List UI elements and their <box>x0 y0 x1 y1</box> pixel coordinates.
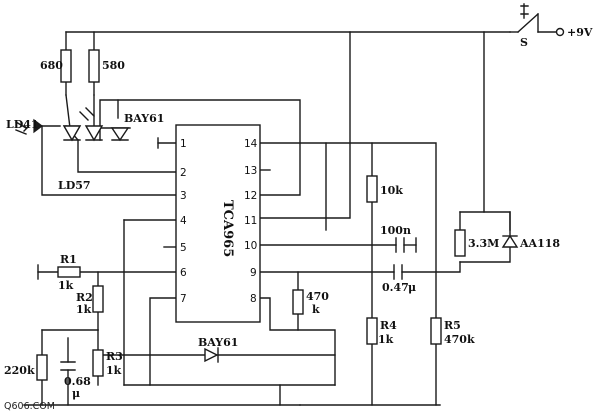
svg-text:R3: R3 <box>106 350 123 363</box>
svg-text:R1: R1 <box>60 253 77 266</box>
resistor-r4: R4 1k <box>366 317 397 346</box>
svg-text:R4: R4 <box>380 319 397 332</box>
resistor-r1: R1 1k <box>57 253 81 292</box>
pin-12: 12 <box>244 190 257 202</box>
led-ld57: LD57 <box>58 107 104 192</box>
pin-10: 10 <box>244 240 257 252</box>
svg-text:470k: 470k <box>444 333 475 346</box>
ic-right-pins: 14 13 12 11 10 9 8 <box>244 138 258 305</box>
pin-6: 6 <box>180 267 187 279</box>
zener-aa118: AA118 <box>501 234 560 250</box>
pin-4: 4 <box>180 215 187 227</box>
svg-text:S: S <box>520 36 528 49</box>
ic-body <box>175 124 261 323</box>
ic-label: TCA965 <box>220 200 235 257</box>
resistor-r2: R2 1k <box>76 285 104 316</box>
pin-14: 14 <box>244 138 258 150</box>
led-ld41: LD41 <box>6 118 43 135</box>
svg-text:470: 470 <box>306 290 329 303</box>
pin-7: 7 <box>180 293 187 305</box>
capacitor-100n: 100n <box>380 224 411 253</box>
capacitor-068u: 0.68 μ <box>60 361 91 400</box>
pin-11: 11 <box>244 215 257 227</box>
svg-text:3.3M: 3.3M <box>468 237 499 250</box>
resistor-3m3: 3.3M <box>454 229 499 257</box>
wiring <box>23 31 519 406</box>
svg-text:1k: 1k <box>106 364 122 377</box>
watermark: Q606.COM <box>4 401 55 412</box>
resistor-r5: R5 470k <box>430 317 475 346</box>
svg-text:LD57: LD57 <box>58 179 91 192</box>
svg-text:k: k <box>312 303 320 316</box>
svg-text:LD41: LD41 <box>6 118 39 131</box>
svg-text:580: 580 <box>102 59 125 72</box>
svg-text:BAY61: BAY61 <box>198 336 238 349</box>
capacitor-047u: 0.47 μ <box>382 264 416 294</box>
svg-text:100n: 100n <box>380 224 411 237</box>
resistor-580: 580 <box>88 49 125 83</box>
svg-text:0.68: 0.68 <box>64 375 91 388</box>
diode-bay61-bottom: BAY61 <box>198 336 238 363</box>
pin-3: 3 <box>180 190 187 202</box>
pin-2: 2 <box>180 167 187 179</box>
ic-tca965: TCA965 1 2 3 4 5 6 7 14 13 12 11 10 9 8 <box>175 124 261 323</box>
svg-text:1k: 1k <box>378 333 394 346</box>
svg-text:μ: μ <box>72 387 80 400</box>
svg-text:1k: 1k <box>76 303 92 316</box>
svg-text:1k: 1k <box>58 279 74 292</box>
resistor-r3: R3 1k <box>92 349 123 377</box>
pin-5: 5 <box>180 242 187 254</box>
pin-9: 9 <box>250 267 257 279</box>
svg-text:220k: 220k <box>4 364 35 377</box>
pin-13: 13 <box>244 165 257 177</box>
resistor-10k: 10k <box>366 175 403 203</box>
svg-text:AA118: AA118 <box>519 237 560 250</box>
svg-text:680: 680 <box>40 59 63 72</box>
svg-text:BAY61: BAY61 <box>124 112 164 125</box>
pin-1: 1 <box>180 138 187 150</box>
svg-text:μ: μ <box>408 281 416 294</box>
resistor-220k: 220k <box>4 354 48 381</box>
svg-text:10k: 10k <box>380 184 403 197</box>
svg-text:R2: R2 <box>76 291 93 304</box>
resistor-680: 680 <box>40 49 72 83</box>
svg-text:0.47: 0.47 <box>382 281 409 294</box>
switch-s: S <box>517 3 539 49</box>
resistor-470k: 470 k <box>292 289 329 316</box>
pin-8: 8 <box>250 293 257 305</box>
svg-text:R5: R5 <box>444 319 461 332</box>
diode-bay61-top: BAY61 <box>110 112 164 142</box>
supply-terminal: +9V <box>537 26 593 39</box>
svg-text:+9V: +9V <box>567 26 593 39</box>
ic-left-pins: 1 2 3 4 5 6 7 <box>180 138 187 305</box>
